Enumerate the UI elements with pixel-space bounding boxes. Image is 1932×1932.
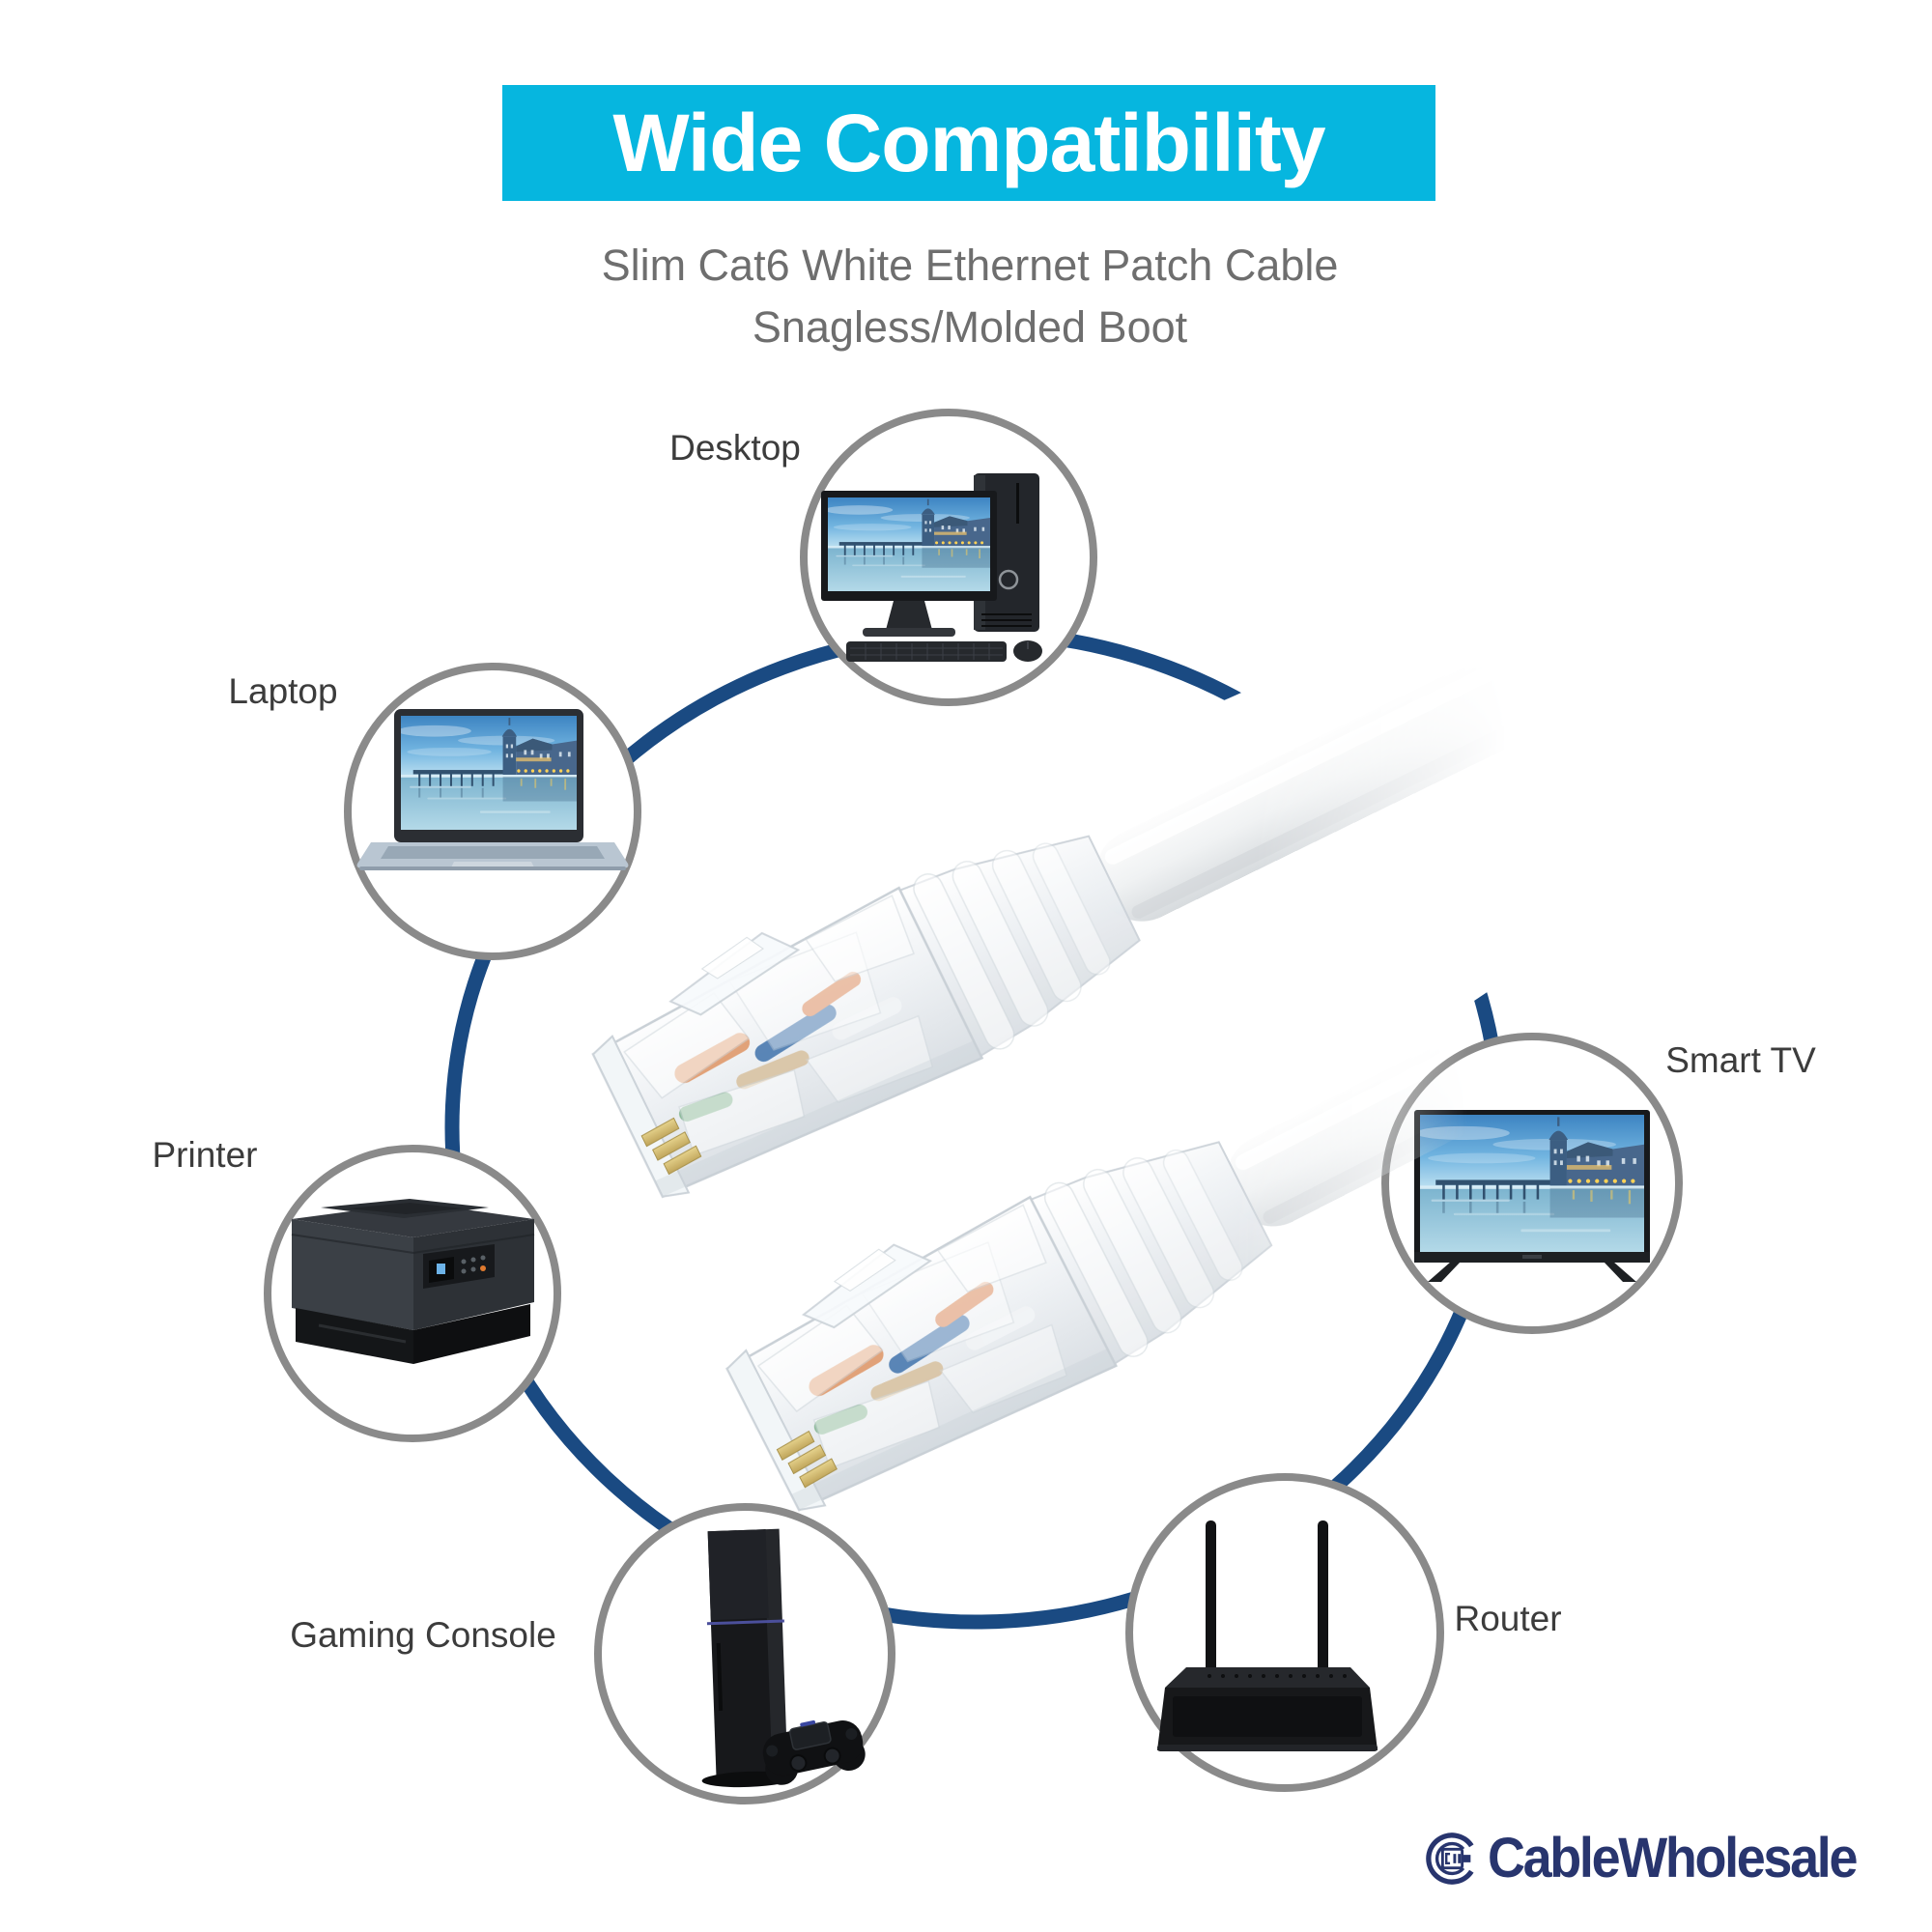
smart-tv-image	[1414, 1110, 1650, 1282]
label-laptop: Laptop	[228, 671, 338, 711]
label-gaming-console: Gaming Console	[290, 1615, 556, 1655]
label-printer: Printer	[152, 1135, 258, 1175]
brand-name: CableWholesale	[1488, 1827, 1858, 1889]
subtitle-line-2: Snagless/Molded Boot	[752, 302, 1188, 352]
router-image	[1157, 1520, 1378, 1751]
banner-title: Wide Compatibility	[612, 97, 1325, 188]
desktop-image	[821, 473, 1042, 662]
printer-circle	[264, 1145, 561, 1442]
product-subtitle: Slim Cat6 White Ethernet Patch Cable Sna…	[485, 235, 1455, 358]
gaming-console-image	[701, 1528, 866, 1788]
brand-logo: CableWholesale	[1424, 1826, 1884, 1890]
printer-image	[291, 1199, 535, 1364]
laptop-circle	[344, 663, 641, 960]
banner: Wide Compatibility	[502, 85, 1435, 201]
desktop-circle	[800, 409, 1097, 706]
game-controller	[762, 1719, 866, 1785]
label-router: Router	[1454, 1599, 1562, 1638]
label-smart-tv: Smart TV	[1665, 1040, 1816, 1080]
gaming-console-circle	[594, 1503, 895, 1804]
cablewholesale-logo-icon	[1426, 1832, 1474, 1885]
label-desktop: Desktop	[669, 428, 801, 468]
laptop-image	[356, 709, 629, 870]
router-circle	[1125, 1473, 1444, 1792]
subtitle-line-1: Slim Cat6 White Ethernet Patch Cable	[601, 241, 1339, 290]
